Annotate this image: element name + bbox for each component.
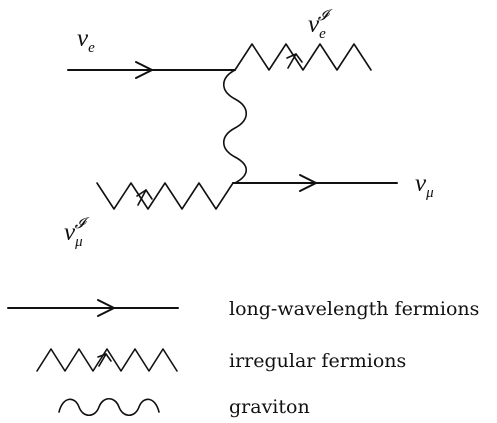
nu-e-irregular-label: νe𝓘 [308, 8, 333, 42]
nu-e-irregular-outgoing-line [234, 43, 372, 71]
graviton-propagator [222, 69, 248, 184]
nu-e-label: νe [77, 25, 95, 56]
nu-mu-irregular-label: νμ𝓘 [64, 216, 90, 250]
legend: long-wavelength fermions irregular fermi… [7, 298, 479, 418]
nu-mu-irregular-incoming-line [96, 182, 234, 210]
legend-label-irregular: irregular fermions [229, 350, 406, 372]
legend-label-graviton: graviton [229, 396, 310, 418]
legend-wavy-symbol [58, 397, 160, 417]
nu-mu-label: νμ [415, 170, 434, 201]
nu-e-incoming-fermion-line [67, 61, 236, 79]
legend-straight-arrow-symbol [7, 299, 179, 317]
legend-label-long-wavelength: long-wavelength fermions [229, 298, 479, 320]
legend-zigzag-arrow-symbol [36, 348, 178, 372]
nu-mu-outgoing-fermion-line [232, 174, 398, 192]
